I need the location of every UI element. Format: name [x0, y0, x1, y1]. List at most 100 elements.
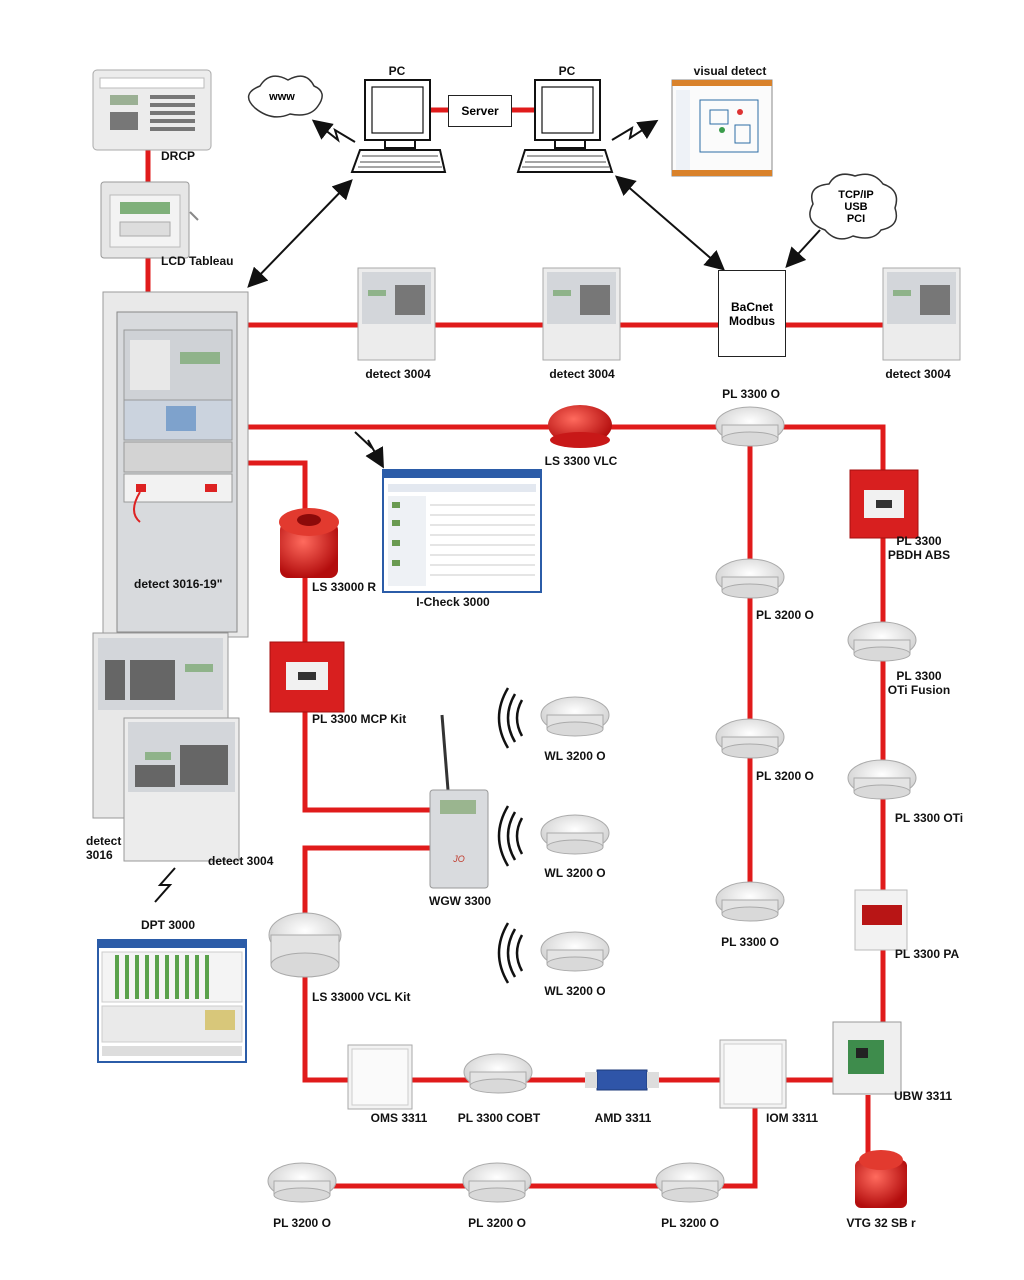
lightning-dpt — [154, 867, 176, 903]
visual-detect-screen — [671, 79, 773, 177]
ls3300-vlc-beacon — [548, 405, 612, 448]
label-tcp-ip: TCP/IP — [838, 189, 874, 201]
detector-pl3200o-c — [267, 1162, 337, 1203]
label-pl3200o-e: PL 3200 O — [661, 1216, 719, 1230]
drcp-panel — [92, 69, 212, 151]
detector-ls33000-vcl — [268, 912, 342, 978]
detector-wl3200o-a — [540, 696, 610, 737]
cloud-www — [247, 75, 323, 118]
label-ls33000r: LS 33000 R — [312, 580, 377, 594]
label-detect3004-b: detect 3004 — [549, 367, 615, 381]
svg-text:JO: JO — [452, 854, 465, 864]
lightning-icheck — [354, 431, 384, 469]
label-wl3200o-a: WL 3200 O — [544, 749, 606, 763]
detect-3004-a — [357, 267, 436, 361]
label-pl3200o-b: PL 3200 O — [756, 769, 814, 783]
label-detect3004-c: detect 3004 — [885, 367, 951, 381]
label-ubw3311: UBW 3311 — [893, 1089, 953, 1103]
label-oms3311: OMS 3311 — [370, 1111, 428, 1125]
label-pl3300o-mid: PL 3300 O — [721, 935, 779, 949]
cabinet-3016-19 — [102, 291, 249, 638]
lightning-www — [311, 119, 356, 143]
label-pl3200o-d: PL 3200 O — [468, 1216, 526, 1230]
arrow-pc-cabinet — [247, 179, 353, 288]
label-detect3016-line2: 3016 — [86, 848, 113, 862]
label-pl3300-otifusion-line1: PL 3300 — [896, 669, 942, 683]
detector-pl3300-otifusion — [847, 621, 917, 662]
wire-iom-down — [300, 1105, 758, 1189]
server-box: Server — [448, 95, 512, 127]
bacnet-modbus-box: BaCnet Modbus — [718, 270, 786, 357]
label-ls3300vlc: LS 3300 VLC — [544, 454, 618, 468]
pl3300-mcp-callpoint — [269, 641, 345, 713]
label-pl3200o-c: PL 3200 O — [273, 1216, 331, 1230]
label-pl3300pa: PL 3300 PA — [894, 947, 960, 961]
arrow-pc-bacnet — [614, 175, 726, 271]
pl3300-pbdh-callpoint — [849, 469, 919, 539]
dpt3000-screen — [97, 939, 247, 1063]
lightning-visual — [611, 119, 659, 141]
label-pl3300o-top: PL 3300 O — [722, 387, 780, 401]
label-detect3004-d: detect 3004 — [208, 854, 274, 868]
label-drcp: DRCP — [161, 149, 196, 163]
label-amd3311: AMD 3311 — [594, 1111, 652, 1125]
cloud-tcp-text: TCP/IP USB PCI — [828, 189, 884, 225]
label-pl3200o-a: PL 3200 O — [756, 608, 814, 622]
detector-pl3200o-d — [462, 1162, 532, 1203]
lcd-tableau — [100, 181, 199, 259]
detector-pl3300o-top — [715, 406, 785, 447]
label-pl3300-pbdh-line2: PBDH ABS — [887, 548, 951, 562]
vtg32-sbr-siren — [855, 1150, 907, 1208]
label-visual-detect: visual detect — [693, 64, 767, 78]
label-bacnet: BaCnet — [730, 299, 773, 314]
ls33000-r-sounder — [279, 508, 339, 578]
label-server: Server — [461, 104, 499, 118]
detect-3004-b — [542, 267, 621, 361]
detector-pl3200o-e — [655, 1162, 725, 1203]
oms3311-module — [347, 1044, 413, 1110]
label-detect3016: detect 3016 — [86, 834, 121, 862]
label-modbus: Modbus — [729, 313, 775, 328]
cloud-tcp — [809, 173, 898, 240]
label-icheck: I-Check 3000 — [416, 595, 490, 609]
label-detect3004-a: detect 3004 — [365, 367, 431, 381]
ubw3311-module — [832, 1021, 902, 1095]
label-pl3300-otifusion-line2: OTi Fusion — [887, 683, 951, 697]
label-usb: USB — [844, 201, 868, 213]
label-wgw3300: WGW 3300 — [428, 894, 492, 908]
label-wl3200o-b: WL 3200 O — [544, 866, 606, 880]
label-pc-right: PC — [558, 64, 576, 78]
label-pl3300-otifusion: PL 3300 OTi Fusion — [888, 669, 950, 697]
label-detect3016-line1: detect — [86, 834, 122, 848]
detector-pl3300-cobt — [463, 1053, 533, 1094]
detector-pl3200o-b — [715, 718, 785, 759]
label-dpt3000: DPT 3000 — [140, 918, 196, 932]
detector-wl3200o-c — [540, 931, 610, 972]
detector-pl3200o-a — [715, 558, 785, 599]
arrow-tcp-bacnet — [785, 229, 821, 268]
detector-pl3300-oti — [847, 759, 917, 800]
detect-3004-c — [882, 267, 961, 361]
label-pl3300-pbdh: PL 3300 PBDH ABS — [888, 534, 950, 562]
label-www: www — [269, 91, 295, 103]
label-wl3200o-c: WL 3200 O — [544, 984, 606, 998]
smoke-detectors — [267, 406, 917, 1203]
wgw3300-gateway: JO — [429, 714, 489, 889]
wire-ls-branch — [245, 460, 430, 813]
label-ls33000vcl: LS 33000 VCL Kit — [312, 990, 411, 1004]
amd3311-module — [585, 1069, 659, 1091]
detector-pl3300o-mid — [715, 881, 785, 922]
icheck-screen — [382, 469, 542, 593]
label-pci: PCI — [846, 213, 866, 225]
label-detect3016-19: detect 3016-19" — [134, 577, 223, 591]
detector-wl3200o-b — [540, 814, 610, 855]
label-pl3300mcp: PL 3300 MCP Kit — [312, 712, 407, 726]
label-iom3311: IOM 3311 — [765, 1111, 819, 1125]
pc-left — [350, 79, 447, 173]
pc-right — [516, 79, 614, 173]
label-pl3300-pbdh-line1: PL 3300 — [896, 534, 942, 548]
detect-3004-panel-front — [123, 717, 240, 862]
label-pc-left: PC — [388, 64, 406, 78]
